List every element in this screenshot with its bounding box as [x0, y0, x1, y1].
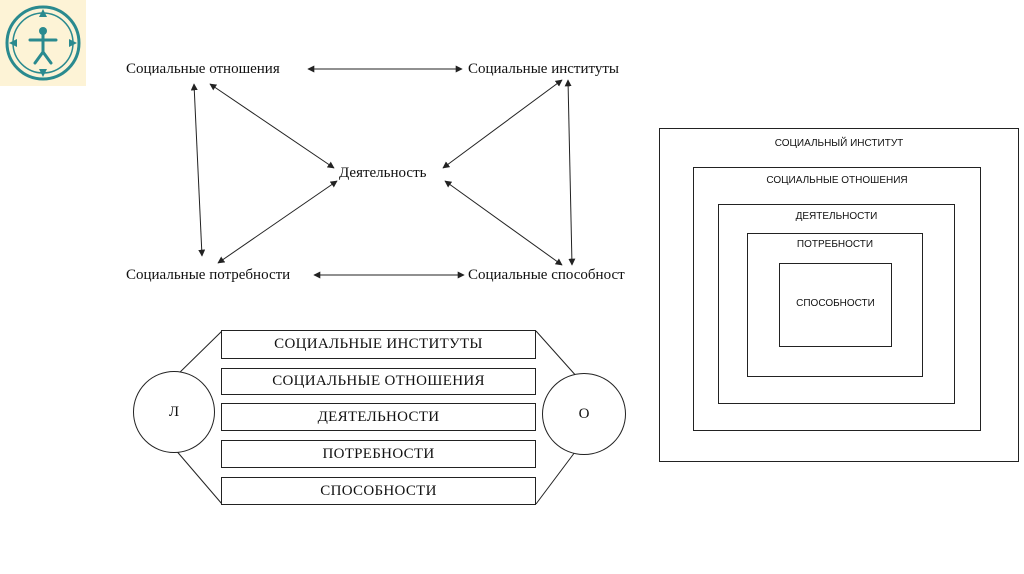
nested-box-needs: ПОТРЕБНОСТИ [747, 233, 923, 377]
connector-left-bottom [173, 447, 223, 505]
bar-label: СОЦИАЛЬНЫЕ ОТНОШЕНИЯ [272, 373, 485, 389]
arrow-institutions-abilities [564, 79, 576, 266]
nested-label-activities: ДЕЯТЕЛЬНОСТИ [795, 211, 878, 222]
connector-right-top [535, 330, 579, 379]
arrow-relations-needs [190, 83, 206, 257]
nested-label-needs: ПОТРЕБНОСТИ [796, 239, 874, 250]
bar-label: ДЕЯТЕЛЬНОСТИ [317, 408, 440, 425]
nested-box-social-relations: СОЦИАЛЬНЫЕ ОТНОШЕНИЯ [693, 167, 981, 431]
circle-left-label: Л [168, 403, 180, 420]
node-social-needs: Социальные потребности [126, 267, 291, 283]
nested-label-social-relations: СОЦИАЛЬНЫЕ ОТНОШЕНИЯ [766, 175, 908, 186]
circle-left: Л [133, 371, 215, 453]
nested-box-activities: ДЕЯТЕЛЬНОСТИ [718, 204, 955, 404]
node-activity: Деятельность [339, 165, 427, 181]
connector-right-bottom [535, 447, 579, 505]
circle-right: О [542, 373, 626, 455]
nested-label-social-institution: СОЦИАЛЬНЫЙ ИНСТИТУТ [774, 138, 904, 149]
bar-abilities: СПОСОБНОСТИ [221, 477, 536, 505]
bar-label: СПОСОБНОСТИ [320, 482, 437, 499]
bar-activities: ДЕЯТЕЛЬНОСТИ [221, 403, 536, 431]
arrow-abilities-activity [444, 180, 563, 266]
bar-social-institutions: СОЦИАЛЬНЫЕ ИНСТИТУТЫ [221, 330, 536, 359]
nested-box-abilities: СПОСОБНОСТИ [779, 263, 892, 347]
logo [0, 0, 86, 86]
bar-social-relations: СОЦИАЛЬНЫЕ ОТНОШЕНИЯ [221, 368, 536, 395]
node-social-institutions: Социальные институты [468, 61, 619, 77]
connector-left-top [173, 330, 223, 379]
node-social-relations: Социальные отношения [126, 61, 280, 77]
nested-box-social-institution: СОЦИАЛЬНЫЙ ИНСТИТУТ [659, 128, 1019, 462]
node-social-abilities: Социальные способност [468, 267, 625, 283]
bar-label: СОЦИАЛЬНЫЕ ИНСТИТУТЫ [274, 336, 483, 352]
nested-label-abilities: СПОСОБНОСТИ [796, 298, 875, 309]
arrow-needs-activity [217, 180, 338, 264]
arrow-relations-activity [209, 83, 335, 169]
bar-label: ПОТРЕБНОСТИ [322, 445, 435, 462]
circle-right-label: О [578, 405, 590, 422]
arrow-institutions-activity [442, 79, 563, 169]
logo-emblem-icon [5, 5, 81, 81]
bar-needs: ПОТРЕБНОСТИ [221, 440, 536, 468]
